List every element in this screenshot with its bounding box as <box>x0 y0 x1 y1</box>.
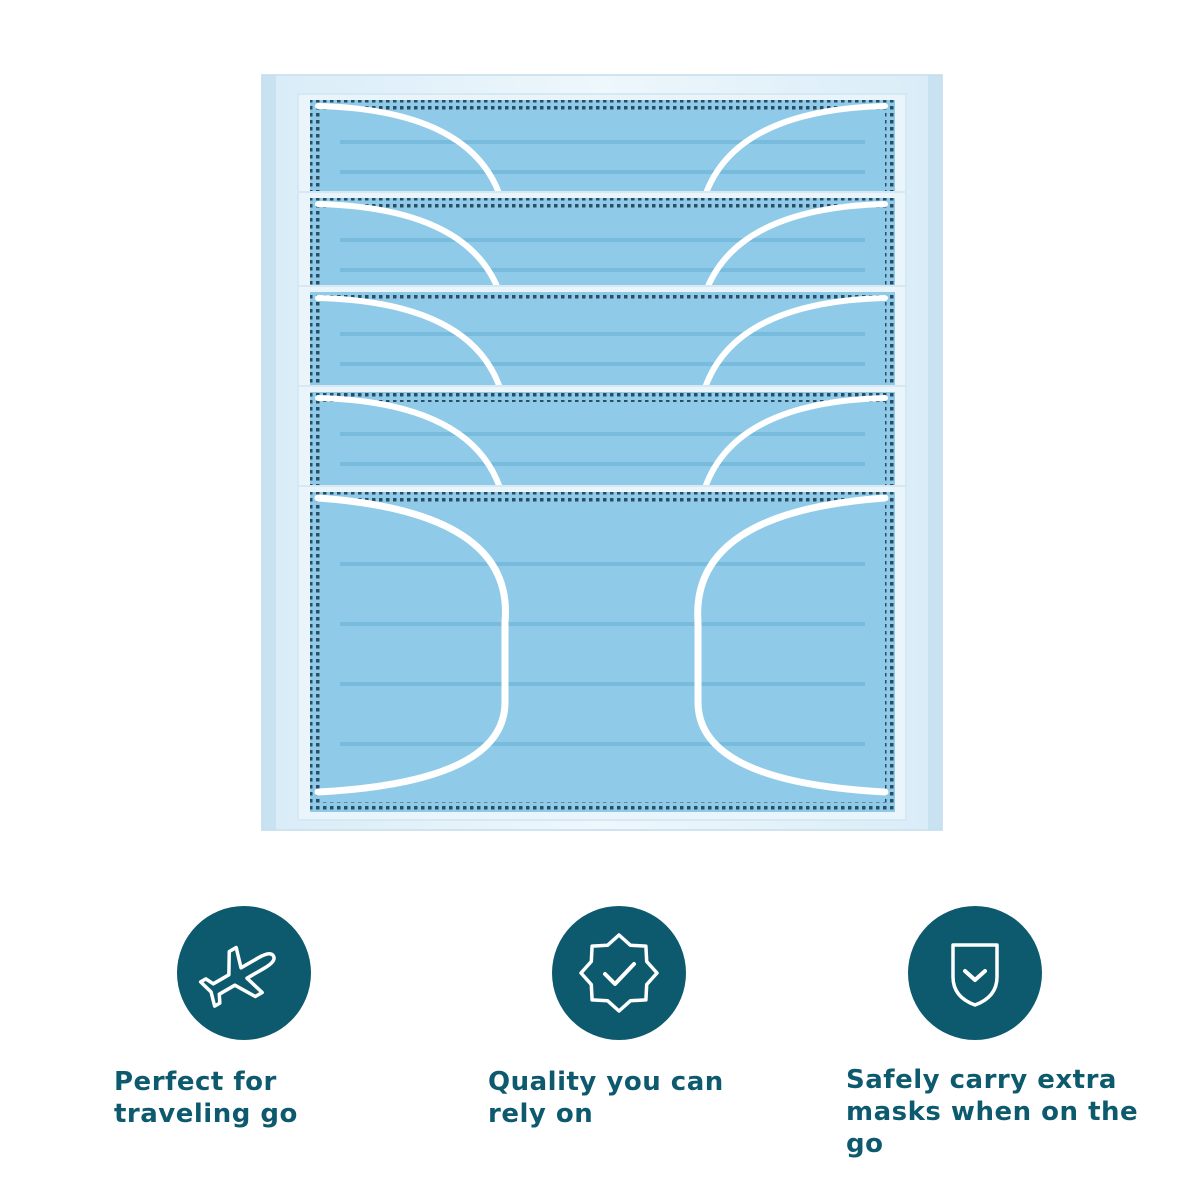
feature-badge-safety <box>908 906 1042 1040</box>
shield-check-icon <box>951 943 999 1007</box>
mask-stack-image <box>261 74 943 831</box>
quality-badge-check-icon <box>579 933 659 1013</box>
feature-label-safety: Safely carry extra masks when on the go <box>846 1065 1139 1159</box>
feature-badge-travel <box>177 906 311 1040</box>
airplane-icon <box>198 945 276 1008</box>
feature-badge-quality <box>552 906 686 1040</box>
feature-label-travel: Perfect for traveling go <box>114 1067 298 1129</box>
feature-label-quality: Quality you can rely on <box>488 1067 724 1129</box>
surgical-mask <box>297 485 907 821</box>
